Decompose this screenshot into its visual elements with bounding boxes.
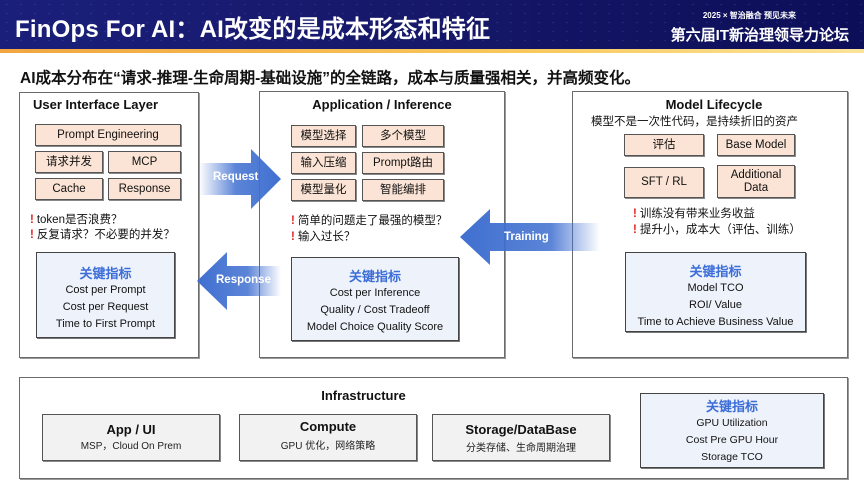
kpi-box: 关键指标 Model TCO ROI/ Value Time to Achiev… xyxy=(625,252,806,332)
event-tagline: 2025 × 智治融合 预见未来 xyxy=(702,11,796,20)
kpi-metric: Storage TCO xyxy=(701,451,763,463)
kpi-box: 关键指标 Cost per Prompt Cost per Request Ti… xyxy=(36,252,175,338)
warning-item: !提升小，成本大（评估、训练） xyxy=(633,224,801,236)
kpi-title: 关键指标 xyxy=(348,269,401,284)
chip-cache: Cache xyxy=(35,178,103,200)
chip-prompt-engineering: Prompt Engineering xyxy=(35,124,181,146)
warning-icon: ! xyxy=(30,229,34,241)
warning-icon: ! xyxy=(291,215,295,227)
infra-box-compute: Compute GPU 优化，网络策略 xyxy=(239,414,417,461)
chip-evaluation: 评估 xyxy=(624,134,704,156)
kpi-metric: Cost Pre GPU Hour xyxy=(685,434,779,446)
warning-item: !token是否浪费？ xyxy=(30,214,123,226)
slide-header: FinOps For AI：AI改变的是成本形态和特征 2025 × 智治融合 … xyxy=(0,0,864,49)
infra-box-storage-database: Storage/DataBase 分类存储、生命周期治理 xyxy=(432,414,610,461)
warning-icon: ! xyxy=(633,208,637,220)
chip-smart-orchestration: 智能编排 xyxy=(362,179,444,201)
warning-item: !训练没有带来业务收益 xyxy=(633,208,755,220)
warning-icon: ! xyxy=(30,214,34,226)
kpi-metric: ROI/ Value xyxy=(689,299,742,311)
request-arrow xyxy=(199,149,281,209)
kpi-metric: Quality / Cost Tradeoff xyxy=(320,304,430,316)
chip-request-concurrency: 请求并发 xyxy=(35,151,103,173)
training-arrow-label: Training xyxy=(504,231,549,243)
header-accent-stripe xyxy=(0,49,864,53)
chip-prompt-routing: Prompt路由 xyxy=(362,152,444,174)
lifecycle-note: 模型不是一次性代码，是持续折旧的资产 xyxy=(591,116,798,128)
request-arrow-label: Request xyxy=(213,171,259,183)
warning-icon: ! xyxy=(633,224,637,236)
warning-item: !反复请求？不必要的并发？ xyxy=(30,229,175,241)
panel-user-interface-layer: User Interface Layer Prompt Engineering … xyxy=(19,92,199,358)
kpi-metric: Model TCO xyxy=(687,282,744,294)
kpi-metric: Cost per Prompt xyxy=(65,284,146,296)
infra-box-subtitle: MSP，Cloud On Prem xyxy=(80,441,182,452)
infra-box-subtitle: GPU 优化，网络策略 xyxy=(280,441,376,452)
chip-response: Response xyxy=(108,178,181,200)
response-arrow-label: Response xyxy=(216,274,271,286)
warning-item: !输入过长？ xyxy=(291,231,356,243)
chip-multiple-models: 多个模型 xyxy=(362,125,444,147)
kpi-metric: Time to Achieve Business Value xyxy=(637,316,794,328)
chip-sft-rl: SFT / RL xyxy=(624,167,704,198)
training-arrow xyxy=(460,209,600,265)
kpi-metric: Cost per Request xyxy=(62,301,149,313)
infra-box-title: Compute xyxy=(299,419,357,434)
infrastructure-title: Infrastructure xyxy=(321,388,406,403)
slide-subtitle: AI成本分布在“请求-推理-生命周期-基础设施”的全链路，成本与质量强相关，并高… xyxy=(20,70,640,87)
kpi-metric: Cost per Inference xyxy=(329,287,421,299)
kpi-title: 关键指标 xyxy=(689,264,742,279)
panel-model-lifecycle: Model Lifecycle 模型不是一次性代码，是持续折旧的资产 评估 Ba… xyxy=(572,91,848,358)
panel-infrastructure: Infrastructure App / UI MSP，Cloud On Pre… xyxy=(19,377,848,479)
kpi-metric: Model Choice Quality Score xyxy=(306,321,444,333)
kpi-metric: GPU Utilization xyxy=(696,417,768,429)
chip-input-compression: 输入压缩 xyxy=(291,152,356,174)
kpi-box: 关键指标 GPU Utilization Cost Pre GPU Hour S… xyxy=(640,393,824,468)
chip-additional-data: Additional Data xyxy=(717,165,795,198)
panel-title: User Interface Layer xyxy=(33,97,159,112)
panel-title: Model Lifecycle xyxy=(665,97,763,112)
infra-box-subtitle: 分类存储、生命周期治理 xyxy=(466,443,576,454)
response-arrow xyxy=(197,252,281,310)
infra-box-app-ui: App / UI MSP，Cloud On Prem xyxy=(42,414,220,461)
slide-title: FinOps For AI：AI改变的是成本形态和特征 xyxy=(15,16,491,43)
header-pattern xyxy=(0,0,864,49)
warning-icon: ! xyxy=(291,231,295,243)
chip-mcp: MCP xyxy=(108,151,181,173)
kpi-title: 关键指标 xyxy=(79,266,132,281)
kpi-box: 关键指标 Cost per Inference Quality / Cost T… xyxy=(291,257,459,341)
chip-base-model: Base Model xyxy=(717,134,795,156)
chip-model-selection: 模型选择 xyxy=(291,125,356,147)
warning-item: !简单的问题走了最强的模型？ xyxy=(291,215,448,227)
infra-box-title: Storage/DataBase xyxy=(465,422,577,437)
event-name: 第六届IT新治理领导力论坛 xyxy=(670,27,849,44)
kpi-title: 关键指标 xyxy=(705,399,758,414)
panel-application-inference: Application / Inference 模型选择 多个模型 输入压缩 P… xyxy=(259,91,505,358)
panel-title: Application / Inference xyxy=(312,97,452,112)
kpi-metric: Time to First Prompt xyxy=(55,318,156,330)
infra-box-title: App / UI xyxy=(106,422,156,437)
chip-model-quantization: 模型量化 xyxy=(291,179,356,201)
